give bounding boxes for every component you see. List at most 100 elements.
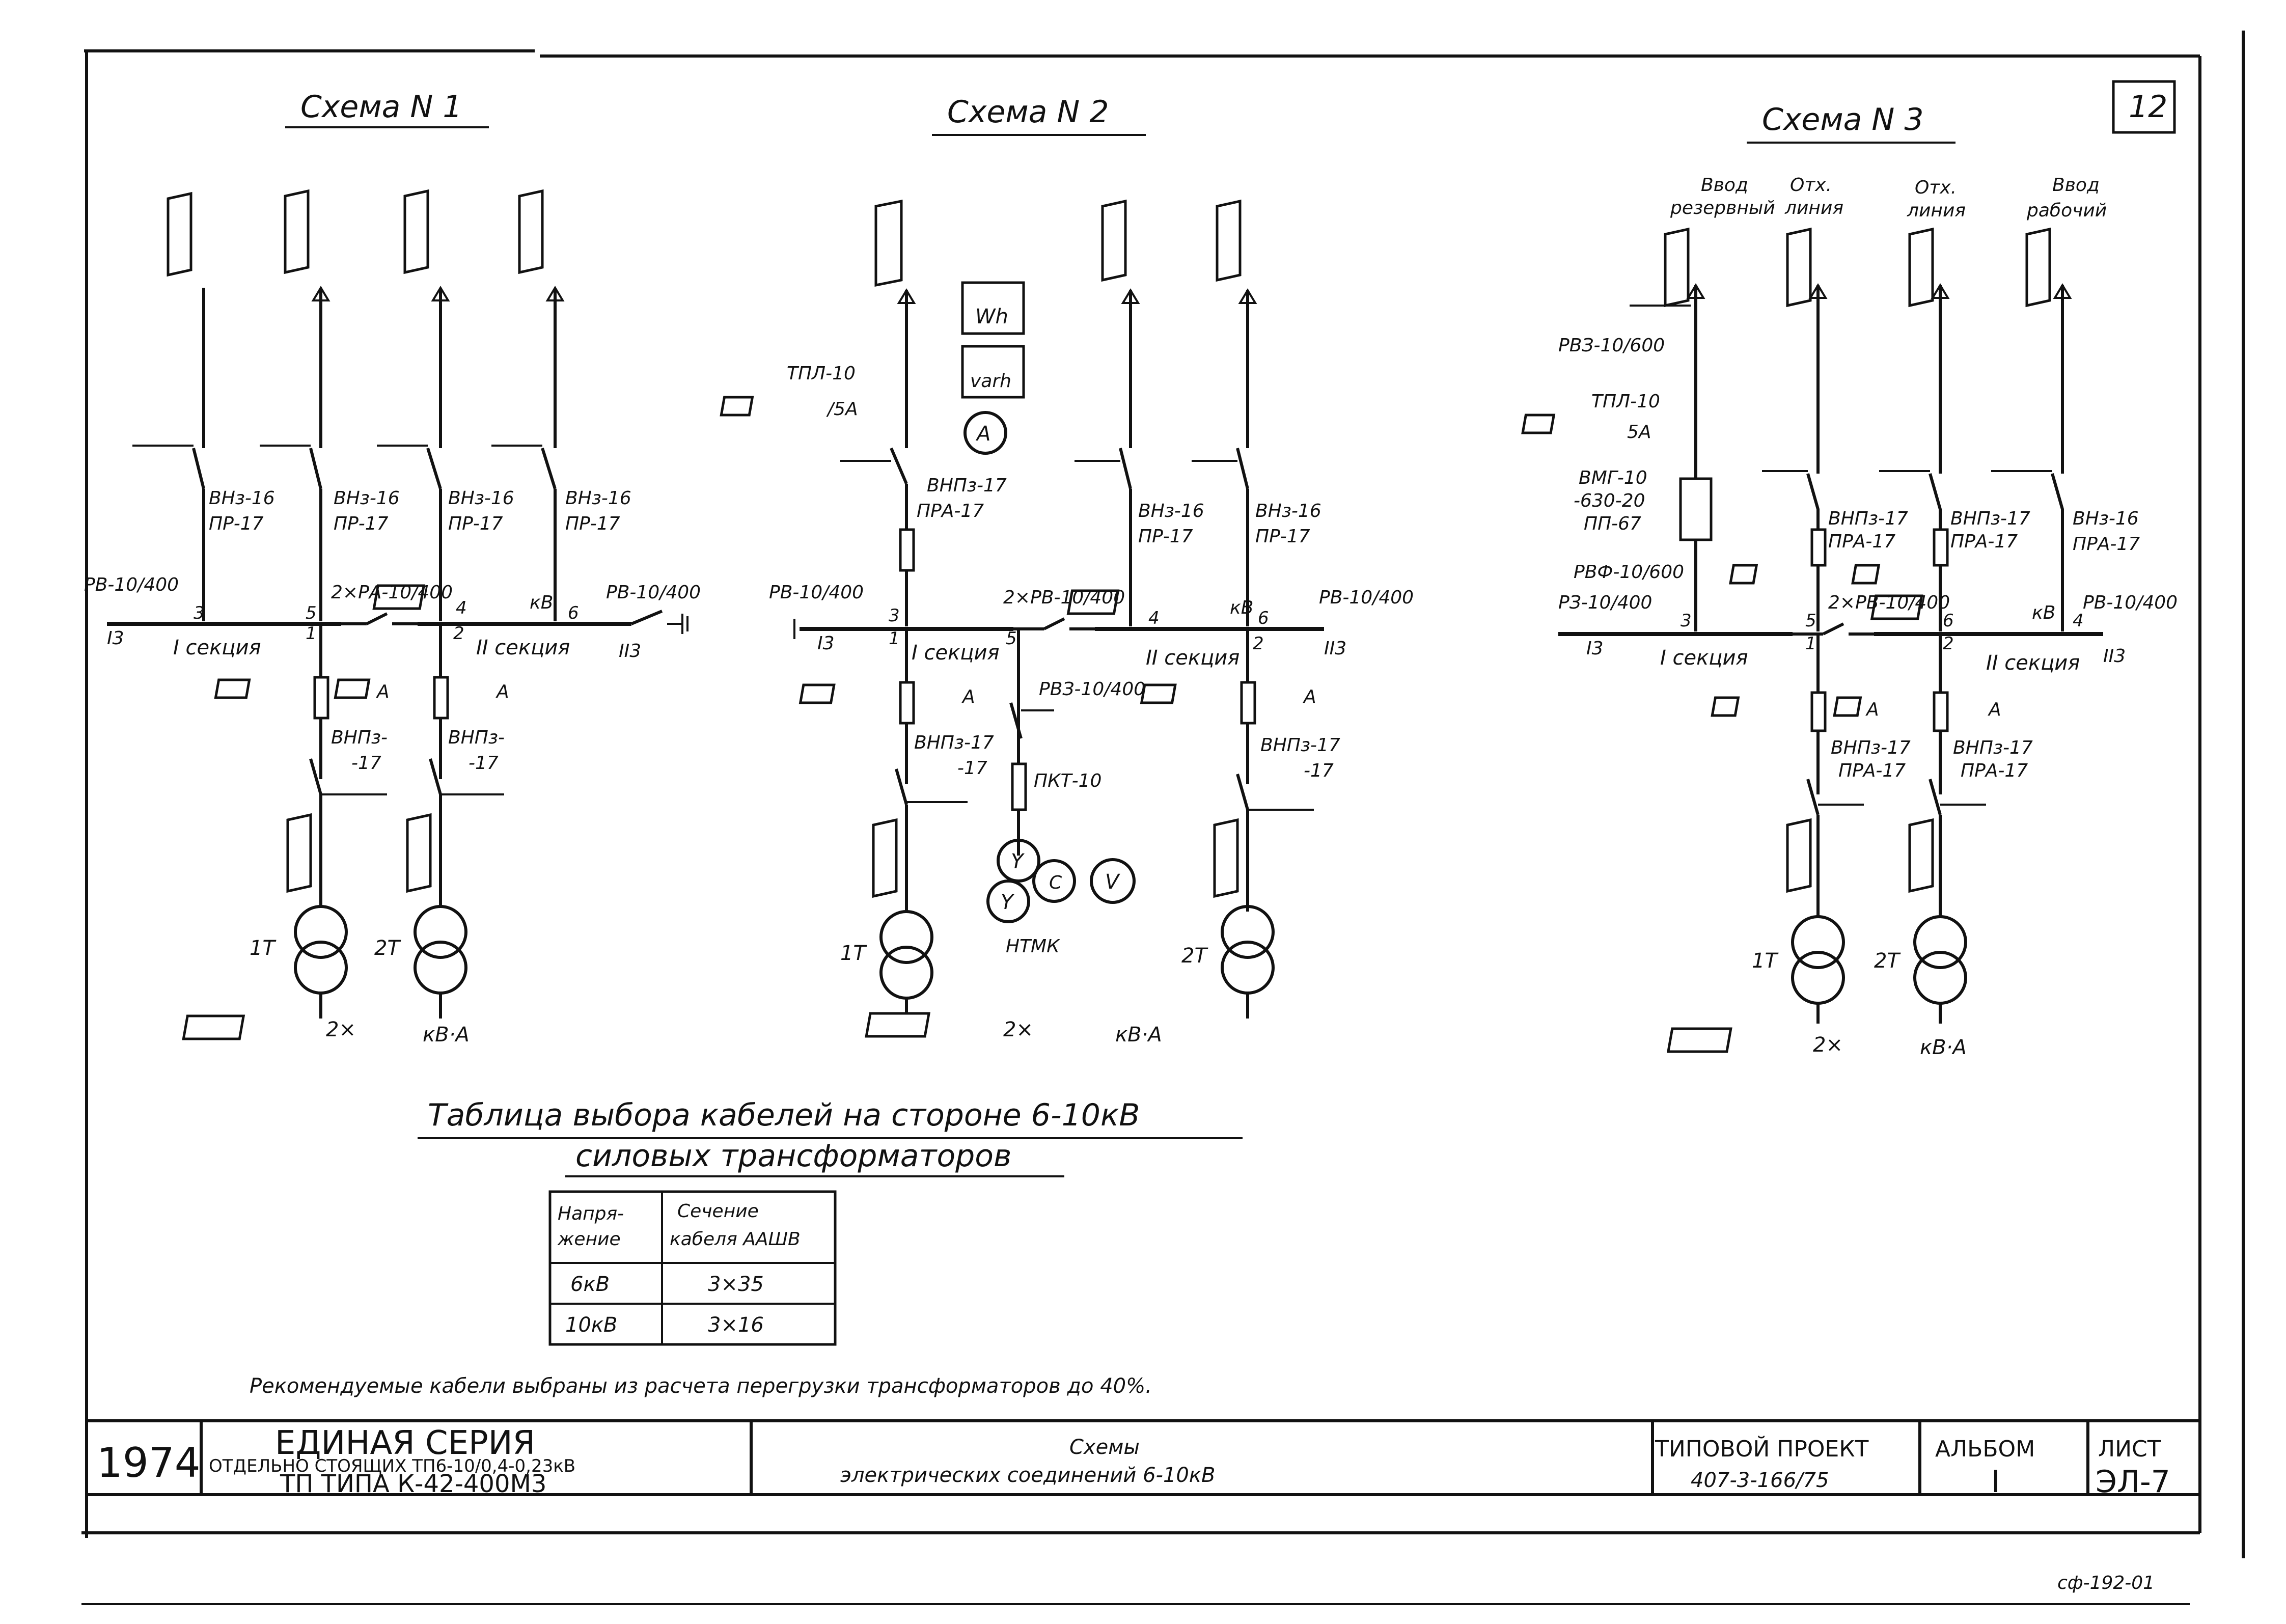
svg-text:I3: I3 [817, 633, 835, 654]
svg-text:2: 2 [1943, 634, 1954, 654]
scheme-3-rv-right: РВ-10/400 [2083, 592, 2178, 613]
svg-text:4: 4 [456, 598, 467, 618]
svg-text:Y: Y [1001, 891, 1015, 914]
svg-text:2Т: 2Т [1181, 944, 1208, 968]
tb-project-number: 407-3-166/75 [1691, 1469, 1829, 1492]
scheme-2-rvz: РВЗ-10/400 [1039, 679, 1145, 700]
tb-sheet-value: ЭЛ-7 [2096, 1464, 2170, 1500]
scheme-1-sectional: 2×РА-10/400 [331, 582, 453, 603]
scheme-1: Схема N 1 [84, 89, 701, 1047]
sheet-number-box [2112, 80, 2176, 134]
scheme-1-title: Схема N 1 [300, 89, 462, 125]
scheme-1-tswitch-1: ВНПз- [331, 727, 388, 748]
scheme-3-feeder-1: Ввод [1701, 175, 1748, 196]
svg-text:рабочий: рабочий [2026, 200, 2107, 221]
scheme-2-tswitch-1: ВНПз-17 [914, 732, 994, 753]
scheme-2-switch-1: ВНПз-17 [927, 475, 1007, 496]
sheet-number: 12 [2129, 89, 2167, 125]
scheme-3-switch-2: ВНПз-17 [1950, 508, 2030, 529]
table-cell-1-2: 3×35 [708, 1273, 764, 1296]
svg-text:ПРА-17: ПРА-17 [1838, 760, 1906, 781]
svg-text:ПРА-17: ПРА-17 [917, 501, 984, 521]
scheme-1-rv-right: РВ-10/400 [606, 582, 701, 603]
scheme-3-ct-1: ТПЛ-10 [1591, 391, 1660, 412]
svg-text:ПРА-17: ПРА-17 [1961, 760, 2028, 781]
svg-text:А: А [376, 681, 390, 702]
scheme-2-pkt: ПКТ-10 [1034, 770, 1101, 791]
svg-text:6: 6 [1258, 608, 1269, 628]
svg-text:кВ·А: кВ·А [1920, 1036, 1967, 1059]
svg-text:2Т: 2Т [1874, 949, 1901, 973]
svg-text:II3: II3 [2103, 646, 2126, 667]
svg-text:4: 4 [1148, 608, 1160, 628]
svg-text:А: А [1988, 699, 2001, 720]
svg-text:кВ·А: кВ·А [1115, 1023, 1162, 1047]
svg-text:ПР-17: ПР-17 [1255, 526, 1310, 547]
scheme-2-voltmeter [1090, 858, 1136, 904]
svg-text:линия: линия [1784, 198, 1843, 218]
scheme-2-varh: varh [970, 371, 1011, 392]
svg-text:жение: жение [557, 1229, 621, 1250]
svg-text:3: 3 [889, 605, 900, 626]
tb-album-label: АЛЬБОМ [1935, 1436, 2035, 1462]
svg-text:1Т: 1Т [840, 942, 867, 965]
scheme-1-tswitch-2: ВНПз- [448, 727, 505, 748]
scheme-2: Схема N 2 Wh varh A ТПЛ-10 /5А ВНПз-17 П… [720, 94, 1414, 1047]
scheme-1-kv: кВ [530, 592, 553, 613]
table-cell-1-1: 6кВ [570, 1273, 610, 1296]
svg-text:А: А [495, 681, 509, 702]
svg-text:4: 4 [2073, 611, 2084, 631]
scheme-1-rating-prefix: 2× [326, 1018, 356, 1041]
scheme-3-sectional: 2×РВ-10/400 [1828, 592, 1950, 613]
scheme-1-switch-label-3: ВНз-16 [448, 488, 514, 509]
scheme-2-ammeter [963, 411, 1007, 455]
tb-series-2: ОТДЕЛЬНО СТОЯЩИХ ТП6-10/0,4-0,23кВ [209, 1456, 575, 1476]
scheme-1-transformer-branches: А А [214, 624, 509, 1019]
svg-text:2: 2 [1253, 634, 1264, 654]
scheme-2-tswitch-2: ВНПз-17 [1260, 735, 1340, 756]
stamp: сф-192-01 [2057, 1573, 2155, 1593]
scheme-2-wh: Wh [975, 305, 1008, 328]
scheme-3-tswitch-2: ВНПз-17 [1953, 737, 2033, 758]
table-cell-2-1: 10кВ [565, 1313, 618, 1337]
note: Рекомендуемые кабели выбраны из расчета … [250, 1374, 1152, 1398]
scheme-1-feeders [132, 189, 565, 621]
scheme-1-switch-label-4: ВНз-16 [565, 488, 631, 509]
svg-text:-17: -17 [469, 753, 499, 774]
scheme-2-switch-2: ВНз-16 [1138, 501, 1204, 521]
scheme-1-section-right: II секция [476, 636, 570, 659]
svg-text:ПРА-17: ПРА-17 [1950, 531, 2018, 552]
scheme-3-switch-3: ВНз-16 [2073, 508, 2139, 529]
scheme-3-section-right: II секция [1986, 651, 2080, 675]
svg-text:2×: 2× [1813, 1033, 1843, 1057]
svg-text:2×: 2× [1003, 1018, 1033, 1041]
scheme-1-switch-label-2: ВНз-16 [334, 488, 400, 509]
scheme-3-title: Схема N 3 [1762, 102, 1924, 137]
scheme-3-feeder-4: Ввод [2052, 175, 2100, 196]
svg-text:ПП-67: ПП-67 [1584, 513, 1641, 534]
scheme-3-switch-1: ВНПз-17 [1828, 508, 1908, 529]
scheme-1-t2: 2Т [374, 937, 401, 960]
scheme-3: Схема N 3 Ввод резервный Отх. линия Отх.… [1521, 102, 2178, 1059]
cable-table: Таблица выбора кабелей на стороне 6-10кВ… [418, 1097, 1243, 1346]
table-title-2: силовых трансформаторов [575, 1138, 1011, 1174]
tb-album-value: I [1991, 1464, 2000, 1500]
svg-text:/5А: /5А [826, 399, 858, 420]
scheme-3-rv-left: РЗ-10/400 [1558, 592, 1652, 613]
tb-year: 1974 [97, 1439, 201, 1487]
svg-text:кВ·А: кВ·А [423, 1023, 470, 1047]
scheme-3-rvf: РВФ-10/600 [1574, 562, 1684, 583]
svg-text:кВ: кВ [1230, 597, 1253, 618]
scheme-2-wh-meter [961, 281, 1025, 335]
svg-text:5: 5 [1805, 611, 1816, 631]
scheme-2-rv-left: РВ-10/400 [769, 582, 864, 603]
scheme-3-feeder-2: Отх. [1790, 175, 1832, 196]
svg-text:II3: II3 [1324, 638, 1346, 659]
tb-series-3: ТП ТИПА К-42-400М3 [280, 1470, 546, 1498]
svg-text:Y: Y [1011, 850, 1025, 873]
scheme-2-sectional: 2×РВ-10/400 [1003, 587, 1125, 608]
scheme-1-t1: 1Т [250, 937, 277, 960]
svg-text:линия: линия [1907, 200, 1966, 221]
svg-text:3: 3 [194, 603, 205, 623]
